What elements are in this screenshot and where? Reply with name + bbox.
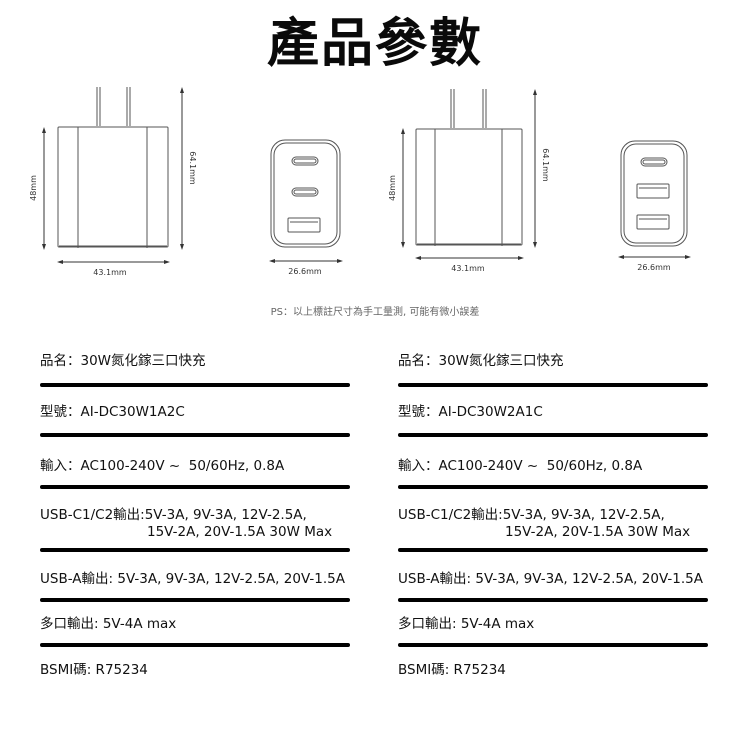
usb-a-port-icon	[636, 183, 670, 199]
product-1-side-view	[57, 87, 169, 248]
spec-usbc-output-line1: USB-C1/C2輸出:5V-3A, 9V-3A, 12V-2.5A,	[398, 507, 665, 523]
divider	[40, 433, 350, 437]
divider	[398, 548, 708, 552]
product-1-width-label: 43.1mm	[93, 268, 127, 277]
product-1-height-label: 48mm	[29, 175, 38, 201]
divider	[398, 433, 708, 437]
product-2-width-label: 43.1mm	[451, 264, 485, 273]
page-title: 產品參數	[266, 14, 483, 74]
measurement-note: PS：以上標註尺寸為手工量測, 可能有微小誤差	[270, 307, 480, 318]
spec-input: 輸入：AC100-240V ~ 50/60Hz, 0.8A	[40, 458, 285, 474]
spec-usba-output: USB-A輸出: 5V-3A, 9V-3A, 12V-2.5A, 20V-1.5…	[398, 571, 703, 587]
usb-c-port-icon	[640, 157, 668, 167]
usb-a-port-icon	[287, 217, 321, 233]
spec-bsmi: BSMI碼: R75234	[40, 662, 148, 678]
spec-model: 型號：AI-DC30W2A1C	[398, 404, 543, 420]
usb-c-port-icon	[291, 156, 319, 166]
product-2-side-view	[415, 89, 523, 246]
spec-usba-output: USB-A輸出: 5V-3A, 9V-3A, 12V-2.5A, 20V-1.5…	[40, 571, 345, 587]
spec-product-name: 品名：30W氮化鎵三口快充	[398, 353, 564, 369]
divider	[398, 485, 708, 489]
product-1-total-height-label: 64.1mm	[188, 151, 197, 185]
spec-multi-output: 多口輸出: 5V-4A max	[398, 616, 535, 632]
product-dimension-diagrams: 48mm 64.1mm 43.1mm 26.6mm 48mm 64.1mm 43…	[29, 87, 691, 277]
spec-product-name: 品名：30W氮化鎵三口快充	[40, 353, 206, 369]
spec-usbc-output-line2: 15V-2A, 20V-1.5A 30W Max	[147, 524, 333, 540]
spec-usbc-output-line2: 15V-2A, 20V-1.5A 30W Max	[505, 524, 691, 540]
divider	[40, 485, 350, 489]
divider	[40, 383, 350, 387]
divider	[398, 598, 708, 602]
divider	[398, 383, 708, 387]
divider	[398, 643, 708, 647]
product-2-front-view	[620, 140, 688, 247]
product-2-height-label: 48mm	[388, 175, 397, 201]
spec-bsmi: BSMI碼: R75234	[398, 662, 506, 678]
divider	[40, 643, 350, 647]
product-2-front-width-label: 26.6mm	[637, 263, 671, 272]
spec-usbc-output-line1: USB-C1/C2輸出:5V-3A, 9V-3A, 12V-2.5A,	[40, 507, 307, 523]
product-1-front-view	[270, 139, 341, 248]
spec-model: 型號：AI-DC30W1A2C	[40, 404, 185, 420]
spec-input: 輸入：AC100-240V ~ 50/60Hz, 0.8A	[398, 458, 643, 474]
usb-a-port-icon	[636, 214, 670, 230]
product-2-total-height-label: 64.1mm	[541, 148, 550, 182]
usb-c-port-icon	[291, 187, 319, 197]
product-1-front-width-label: 26.6mm	[288, 267, 322, 276]
divider	[40, 548, 350, 552]
spec-multi-output: 多口輸出: 5V-4A max	[40, 616, 177, 632]
divider	[40, 598, 350, 602]
